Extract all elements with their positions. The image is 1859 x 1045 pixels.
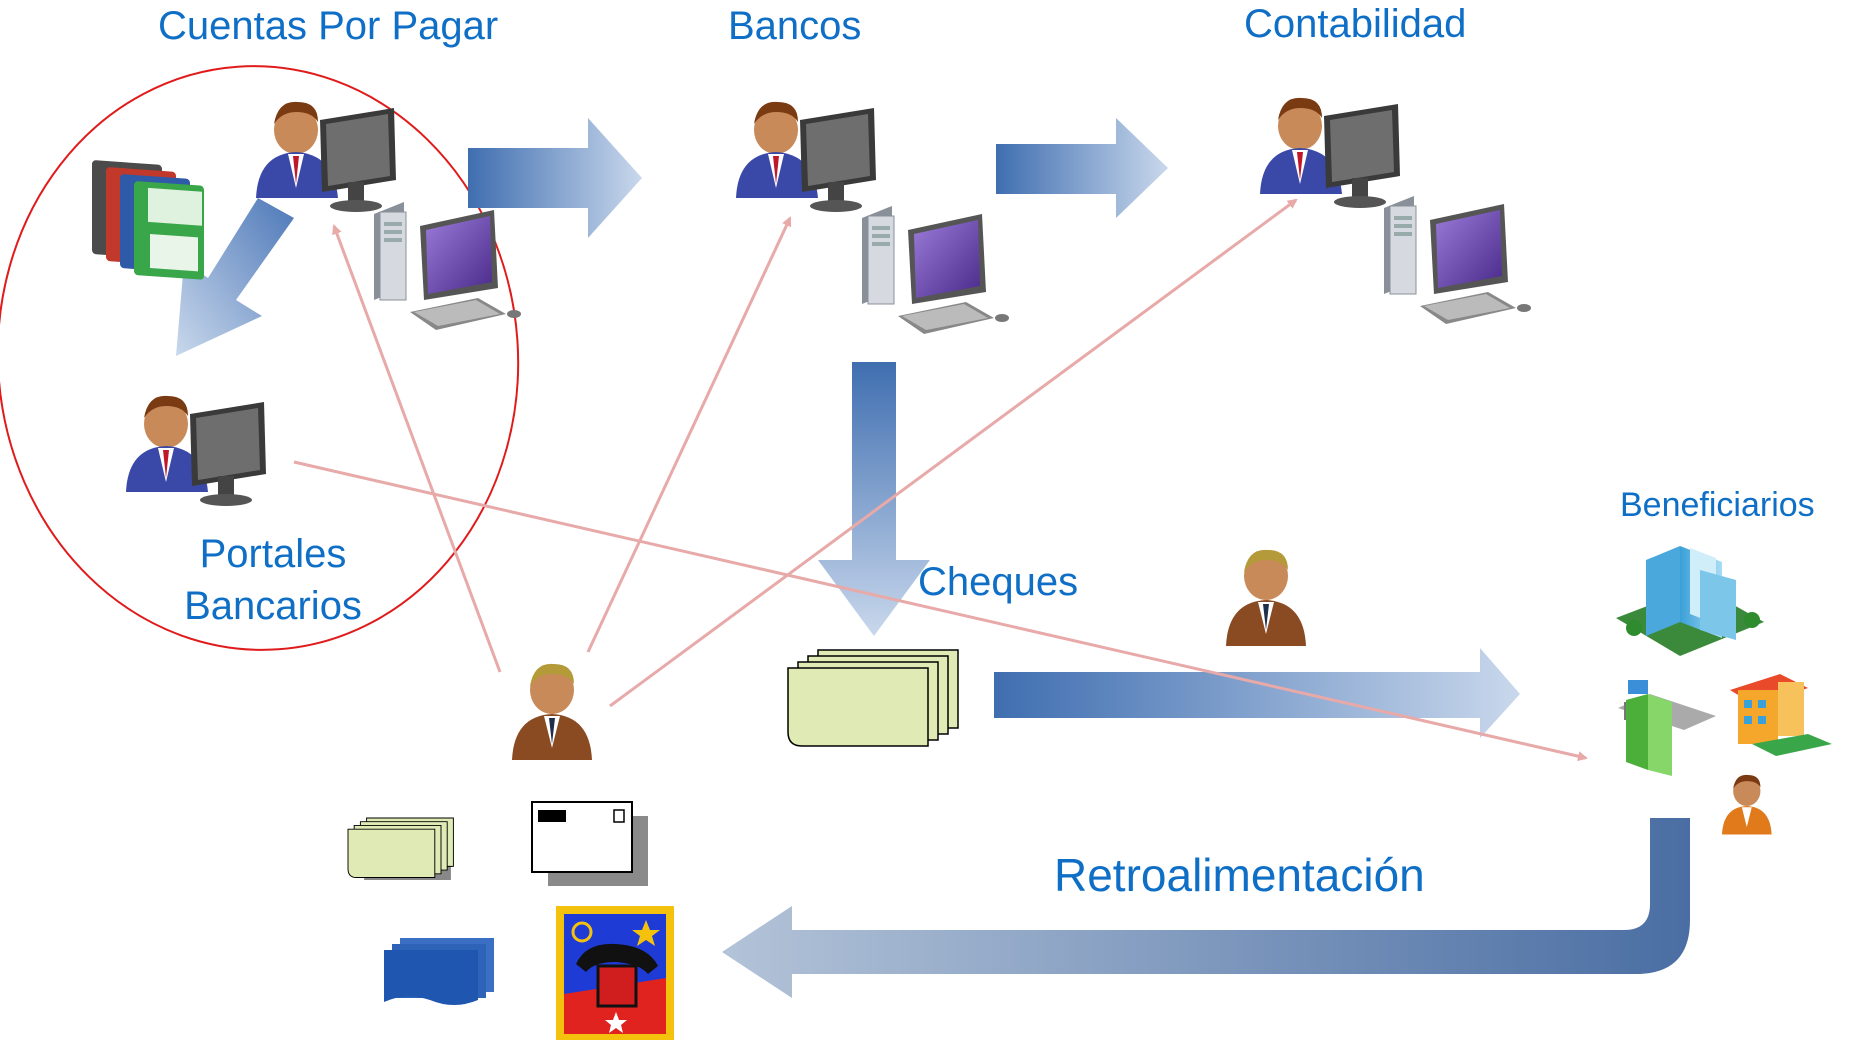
central-person-icon [512, 663, 592, 760]
bancos-user-icon [736, 101, 876, 212]
portales-bancarios-label: Portales Bancarios [158, 528, 388, 632]
courier-person-icon [1226, 549, 1306, 646]
arrow-cheques-to-beneficiarios [994, 648, 1520, 738]
arrow-cpp-to-bancos [468, 118, 642, 238]
beneficiario-person-icon [1722, 774, 1772, 835]
arrow-retroalimentacion [722, 818, 1690, 998]
contabilidad-desktop-icon [1383, 195, 1532, 325]
portales-line-2: Bancarios [184, 584, 362, 628]
telephone-stamp-icon [556, 906, 674, 1042]
portales-line-1: Portales [199, 532, 347, 576]
contabilidad-label: Contabilidad [1244, 2, 1467, 46]
bancos-desktop-icon [861, 205, 1010, 335]
bancos-label: Bancos [728, 4, 862, 48]
cuentas-por-pagar-user-icon [256, 101, 396, 212]
cuentas-por-pagar-desktop-icon [373, 201, 522, 331]
envelope-icon [531, 801, 648, 886]
arrow-bancos-to-contabilidad [996, 118, 1168, 218]
small-document-stack-icon [347, 817, 454, 880]
retroalimentacion-label: Retroalimentación [1054, 849, 1425, 901]
arrow-bancos-to-cheques [818, 362, 930, 636]
portales-bancarios-user-icon [126, 395, 266, 506]
contabilidad-user-icon [1260, 97, 1400, 208]
cheques-label: Cheques [918, 560, 1079, 604]
information-flow-lines [293, 198, 1588, 762]
cuentas-por-pagar-group-ellipse [0, 65, 520, 651]
cheques-document-stack-icon [787, 649, 959, 747]
beneficiarios-label: Beneficiarios [1620, 486, 1815, 524]
floppy-disks-icon [92, 160, 204, 280]
blue-documents-icon [384, 938, 494, 1005]
cuentas-por-pagar-label: Cuentas Por Pagar [158, 4, 499, 48]
arrow-cpp-to-portales [176, 198, 294, 356]
buildings-icon [1616, 546, 1832, 776]
